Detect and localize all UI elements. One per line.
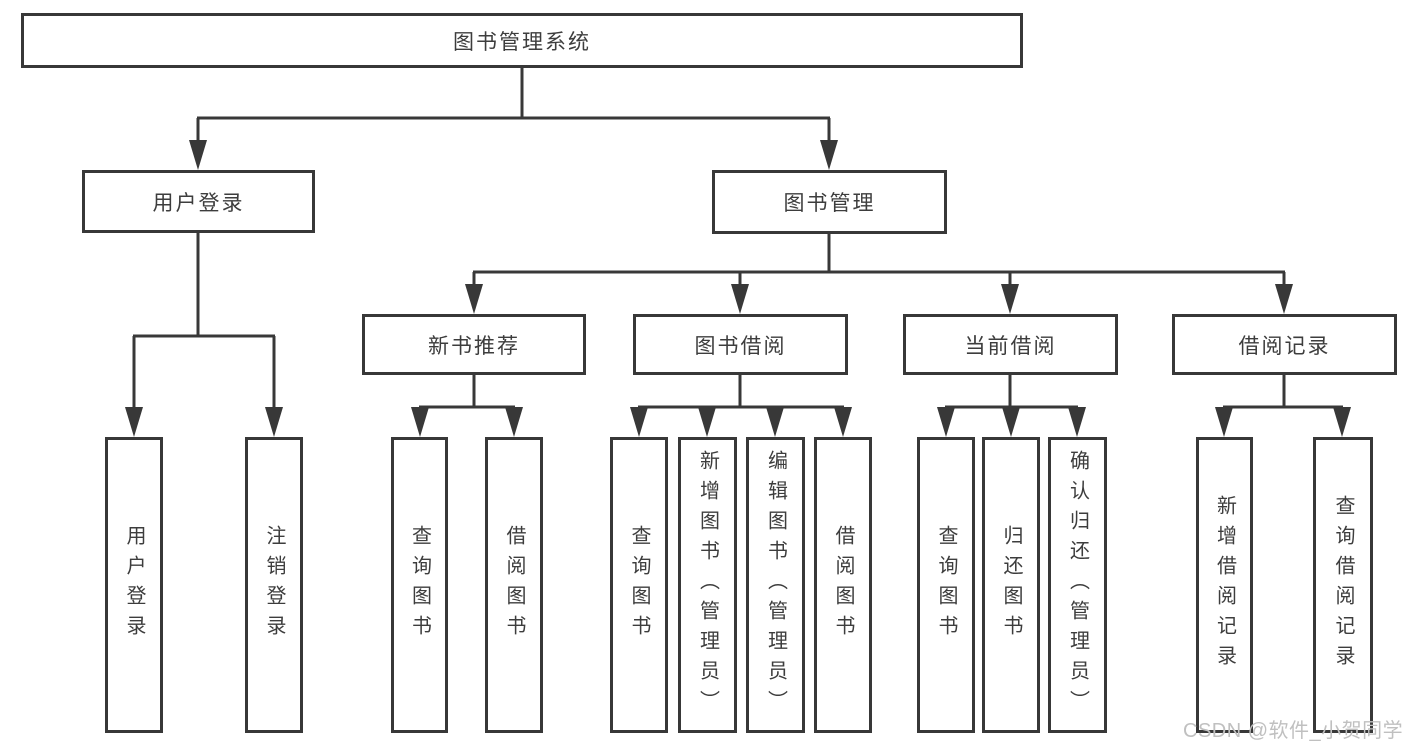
node-current-borrow: 当前借阅 — [903, 314, 1118, 375]
connector-newbook-branch — [419, 375, 515, 409]
leaf-query-borrow-record: 查询借阅记录 — [1313, 437, 1373, 733]
node-book-borrow: 图书借阅 — [633, 314, 848, 375]
leaf-borrow-query-book: 查询图书 — [610, 437, 668, 733]
connector-bookmgmt-to-level3 — [472, 234, 1286, 286]
arrowhead — [937, 407, 955, 437]
connector-root-to-level2 — [196, 68, 831, 142]
arrowhead — [731, 284, 749, 314]
leaf-return-book: 归还图书 — [982, 437, 1040, 733]
leaf-borrow-book: 借阅图书 — [814, 437, 872, 733]
arrowhead — [1215, 407, 1233, 437]
arrowhead — [189, 140, 207, 170]
arrowhead — [1275, 284, 1293, 314]
arrowhead — [1002, 407, 1020, 437]
leaf-recommend-query-book: 查询图书 — [391, 437, 448, 733]
node-user-login: 用户登录 — [82, 170, 315, 233]
leaf-add-book-admin: 新增图书（管理员） — [678, 437, 737, 733]
leaf-confirm-return-admin: 确认归还（管理员） — [1048, 437, 1107, 733]
leaf-edit-book-admin: 编辑图书（管理员） — [746, 437, 805, 733]
connector-bookborrow-branch — [638, 375, 844, 409]
leaf-current-query-book: 查询图书 — [917, 437, 975, 733]
arrowhead — [766, 407, 784, 437]
node-new-book-recommend: 新书推荐 — [362, 314, 586, 375]
leaf-recommend-borrow-book: 借阅图书 — [485, 437, 543, 733]
connector-userlogin-branch — [132, 233, 276, 410]
arrowhead — [265, 407, 283, 437]
csdn-watermark: CSDN @软件_小贺同学 — [1183, 720, 1404, 742]
arrowhead — [1001, 284, 1019, 314]
arrowhead — [834, 407, 852, 437]
leaf-add-borrow-record: 新增借阅记录 — [1196, 437, 1253, 733]
arrowhead — [505, 407, 523, 437]
arrowhead — [698, 407, 716, 437]
connector-currentborrow-branch — [945, 375, 1078, 409]
leaf-user-login: 用户登录 — [105, 437, 163, 733]
arrowhead — [125, 407, 143, 437]
arrowhead — [411, 407, 429, 437]
arrowhead — [630, 407, 648, 437]
connector-borrowrecords-branch — [1223, 375, 1343, 409]
node-borrow-records: 借阅记录 — [1172, 314, 1397, 375]
node-root: 图书管理系统 — [21, 13, 1023, 68]
arrowhead — [1068, 407, 1086, 437]
arrowhead — [1333, 407, 1351, 437]
arrowhead — [820, 140, 838, 170]
node-book-management: 图书管理 — [712, 170, 947, 234]
arrowhead — [465, 284, 483, 314]
leaf-logout: 注销登录 — [245, 437, 303, 733]
